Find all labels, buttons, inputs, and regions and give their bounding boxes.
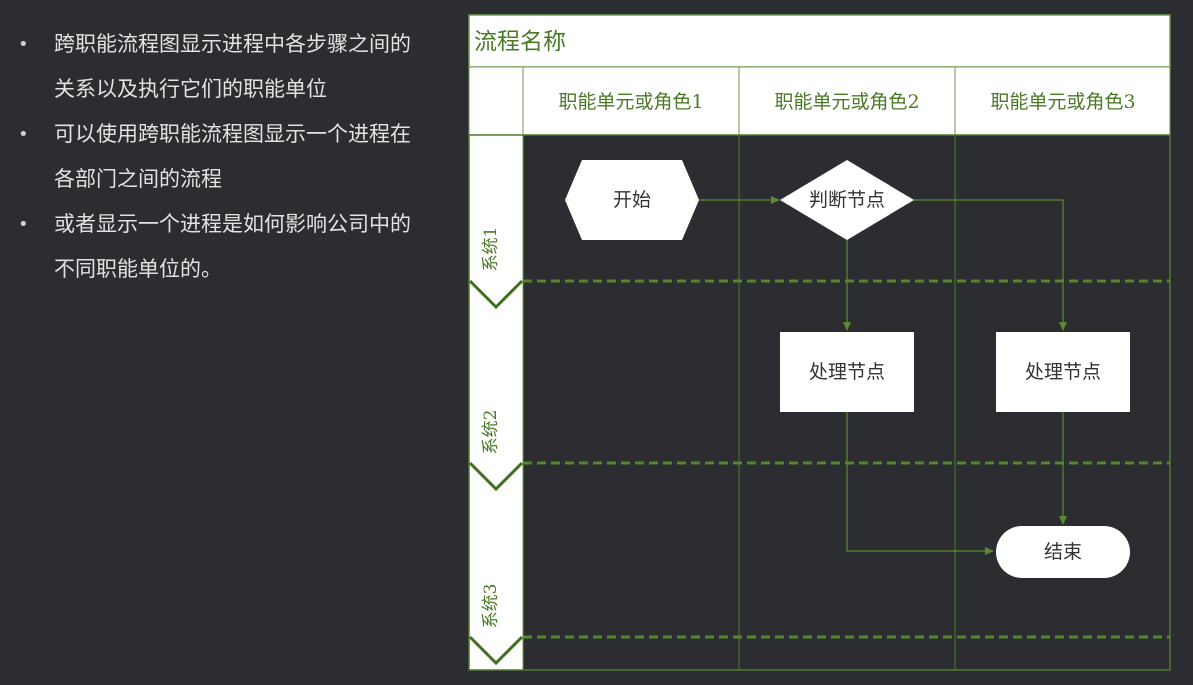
column-header-3: 职能单元或角色3: [990, 91, 1135, 113]
row-label-column: [468, 66, 524, 671]
bullet-text: 可以使用跨职能流程图显示一个进程在各部门之间的流程: [54, 122, 411, 191]
process-node-a-label: 处理节点: [809, 361, 885, 383]
title-bar: [468, 14, 1171, 68]
process-node-a: [780, 332, 914, 412]
bullet-list: • 跨职能流程图显示进程中各步骤之间的关系以及执行它们的职能单位 • 可以使用跨…: [14, 22, 414, 292]
bullet-text: 跨职能流程图显示进程中各步骤之间的关系以及执行它们的职能单位: [54, 32, 411, 101]
end-node: [996, 526, 1130, 578]
bullet-dot-icon: •: [18, 34, 29, 55]
row-chevron-icon: [468, 635, 524, 666]
connector-decision-to-process-b: [914, 199, 1067, 331]
bullet-item: • 或者显示一个进程是如何影响公司中的不同职能单位的。: [14, 202, 414, 292]
row-chevron-icon: [468, 461, 524, 492]
bullet-dot-icon: •: [18, 124, 29, 145]
bullet-dot-icon: •: [18, 214, 29, 235]
connector-process-a-to-end: [846, 412, 994, 555]
end-node-label: 结束: [1044, 541, 1082, 563]
start-node: [565, 160, 699, 240]
process-node-b: [996, 332, 1130, 412]
decision-node-label: 判断节点: [809, 189, 885, 211]
swimlane-frame: [468, 134, 1171, 671]
bullet-item: • 可以使用跨职能流程图显示一个进程在各部门之间的流程: [14, 112, 414, 202]
cross-functional-flowchart: 流程名称 职能单元或角色1 职能单元或角色2 职能单元或角色3 系统1 系统2 …: [468, 14, 1171, 671]
row-chevron-icon: [468, 279, 524, 310]
row-label-3: 系统3: [481, 584, 501, 629]
row-label-1: 系统1: [481, 227, 501, 272]
column-header-1: 职能单元或角色1: [558, 91, 703, 113]
row-label-2: 系统2: [481, 410, 501, 455]
column-header-2: 职能单元或角色2: [774, 91, 919, 113]
header-row: [468, 66, 1171, 136]
process-node-b-label: 处理节点: [1025, 361, 1101, 383]
start-node-label: 开始: [613, 189, 651, 211]
decision-node: [780, 160, 914, 240]
bullet-item: • 跨职能流程图显示进程中各步骤之间的关系以及执行它们的职能单位: [14, 22, 414, 112]
bullet-text: 或者显示一个进程是如何影响公司中的不同职能单位的。: [54, 212, 411, 281]
flowchart-title: 流程名称: [474, 29, 566, 55]
